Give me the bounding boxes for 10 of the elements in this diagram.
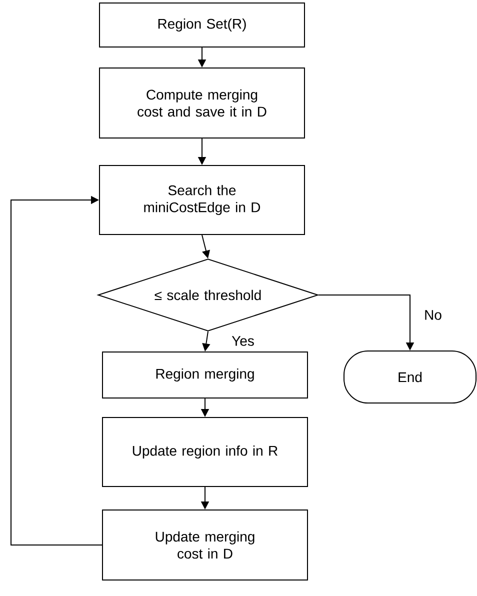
edge-label: No [423,309,443,321]
arrow [10,196,102,546]
process-box: Region Set(R) [99,2,305,48]
process-box: Update merging cost in D [102,510,308,580]
process-box: Update region info in R [102,417,308,487]
edge-label: Yes [230,335,256,347]
process-box: Region merging [102,352,308,398]
process-box: Compute merging cost and save it in D [99,68,305,138]
terminal-box: End [344,350,476,404]
process-box: Search the miniCostEdge in D [99,165,305,235]
